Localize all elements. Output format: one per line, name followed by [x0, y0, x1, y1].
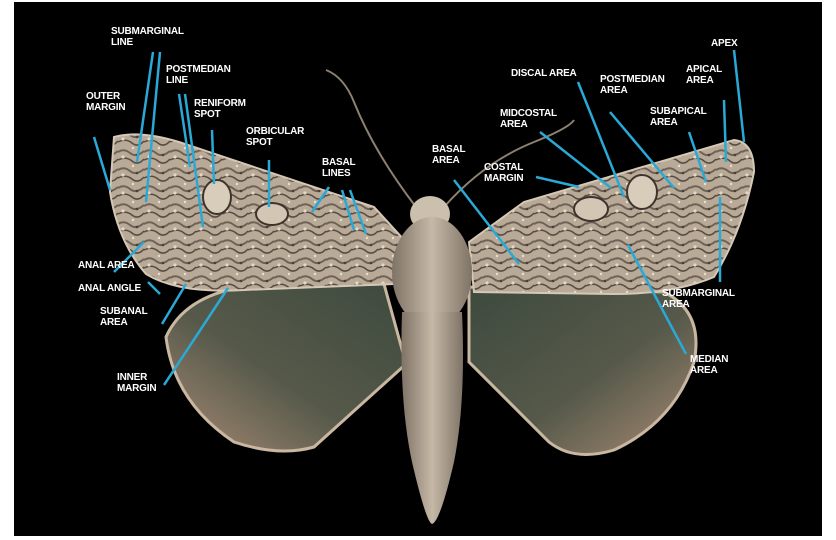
label-orbicular-spot: ORBICULAR SPOT: [246, 126, 304, 148]
moth-abdomen: [401, 312, 463, 524]
label-discal-area: DISCAL AREA: [511, 68, 577, 79]
leader-costal-margin: [536, 177, 579, 187]
label-apical-area: APICAL AREA: [686, 64, 722, 86]
moth-anatomy-figure: SUBMARGINAL LINE OUTER MARGIN POSTMEDIAN…: [14, 2, 822, 536]
label-costal-margin: COSTAL MARGIN: [484, 162, 523, 184]
label-midcostal-area: MIDCOSTAL AREA: [500, 108, 557, 130]
label-postmedian-area: POSTMEDIAN AREA: [600, 74, 665, 96]
label-basal-lines: BASAL LINES: [322, 157, 355, 179]
label-subapical-area: SUBAPICAL AREA: [650, 106, 707, 128]
left-reniform-spot: [203, 180, 231, 214]
label-outer-margin: OUTER MARGIN: [86, 91, 125, 113]
label-submarginal-area: SUBMARGINAL AREA: [662, 288, 735, 310]
right-orbicular-spot: [574, 197, 608, 221]
label-inner-margin: INNER MARGIN: [117, 372, 156, 394]
label-apex: APEX: [711, 38, 737, 49]
left-orbicular-spot: [256, 203, 288, 225]
right-reniform-spot: [627, 175, 657, 209]
right-hindwing: [469, 287, 696, 455]
label-median-area: MEDIAN AREA: [690, 354, 728, 376]
leader-anal-angle: [148, 282, 160, 294]
label-postmedian-line: POSTMEDIAN LINE: [166, 64, 231, 86]
label-submarginal-line-left: SUBMARGINAL LINE: [111, 26, 184, 48]
label-subanal-area: SUBANAL AREA: [100, 306, 148, 328]
label-basal-area: BASAL AREA: [432, 144, 465, 166]
leader-apex: [734, 50, 744, 142]
leader-outer-margin: [94, 137, 110, 190]
left-hindwing: [166, 284, 406, 451]
label-reniform-spot: RENIFORM SPOT: [194, 98, 246, 120]
moth-thorax: [392, 217, 472, 327]
left-antenna: [326, 70, 416, 207]
label-anal-angle: ANAL ANGLE: [78, 283, 141, 294]
label-anal-area: ANAL AREA: [78, 260, 135, 271]
